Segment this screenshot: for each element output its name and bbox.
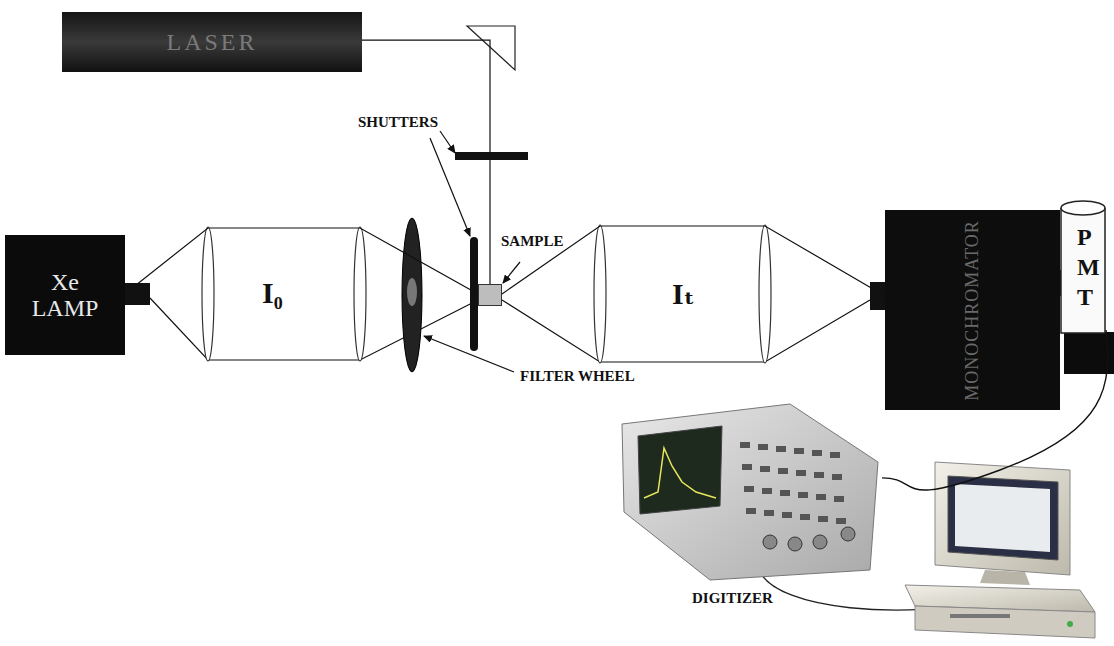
laser-shutter	[455, 152, 528, 160]
lens	[354, 227, 366, 361]
monochromator-slit	[870, 282, 886, 310]
scope-button	[776, 446, 786, 452]
digitizer: DIGITIZER	[620, 402, 882, 607]
scope-button	[760, 466, 770, 472]
scope-button	[834, 496, 844, 502]
scope-trace	[644, 448, 716, 498]
part-label: SHUTTERS	[358, 114, 438, 131]
prism	[467, 26, 515, 70]
scope-knob	[788, 537, 802, 551]
node-text: PMT	[1077, 222, 1089, 312]
leader-line	[430, 138, 470, 236]
scope-knob	[841, 527, 855, 541]
scope-button	[742, 464, 752, 470]
scope-button	[836, 518, 846, 524]
scope-button	[746, 508, 756, 514]
intensity-label: I₀	[262, 276, 283, 310]
laser-box: LASER	[62, 12, 362, 72]
scope-button	[814, 472, 824, 478]
scope-button	[798, 492, 808, 498]
scope-button	[764, 510, 774, 516]
scope-button	[818, 516, 828, 522]
scope-knob	[813, 535, 827, 549]
pmt-tube: PMT	[1060, 200, 1106, 334]
part-label: FILTER WHEEL	[520, 368, 635, 385]
scope-button	[744, 486, 754, 492]
leader-line	[440, 131, 455, 153]
node-text: MONOCHROMATOR	[962, 220, 983, 401]
scope-screen	[638, 426, 722, 514]
intensity-label: Iₜ	[672, 276, 695, 311]
scope-button	[740, 442, 750, 448]
scope-button	[762, 488, 772, 494]
node-text: Xe LAMP	[25, 269, 105, 322]
scope-button	[782, 512, 792, 518]
light-beam	[362, 40, 490, 284]
computer	[905, 462, 1095, 638]
filter-wheel	[402, 218, 422, 372]
scope-button	[758, 444, 768, 450]
node-text: SAMPLE	[501, 233, 564, 250]
sample-cell: SAMPLE	[478, 284, 502, 306]
scope-button	[780, 490, 790, 496]
node-text: LASER	[166, 29, 257, 56]
lamp-box: Xe LAMP	[5, 235, 125, 355]
scope-button	[830, 452, 840, 458]
scope-button	[816, 494, 826, 500]
lens	[759, 225, 771, 363]
leader-line	[503, 262, 520, 283]
scope-button	[832, 474, 842, 480]
node-text: DIGITIZER	[692, 590, 773, 607]
scope-button	[796, 470, 806, 476]
light-beam	[125, 228, 478, 294]
lamp-nozzle	[125, 283, 150, 305]
scope-button	[800, 514, 810, 520]
scope-knob	[763, 535, 777, 549]
scope-button	[794, 448, 804, 454]
lamp-shutter	[470, 237, 478, 351]
scope-body	[622, 404, 878, 580]
oscilloscope	[620, 402, 882, 582]
scope-button	[812, 450, 822, 456]
pmt-top	[1061, 201, 1105, 215]
monochromator-box: MONOCHROMATOR	[885, 210, 1060, 410]
lens	[202, 227, 214, 361]
light-beam	[150, 298, 478, 360]
scope-button	[778, 468, 788, 474]
lens	[594, 225, 606, 363]
leader-line	[424, 336, 514, 372]
filter-window	[407, 278, 417, 306]
pmt-body	[1061, 208, 1105, 333]
